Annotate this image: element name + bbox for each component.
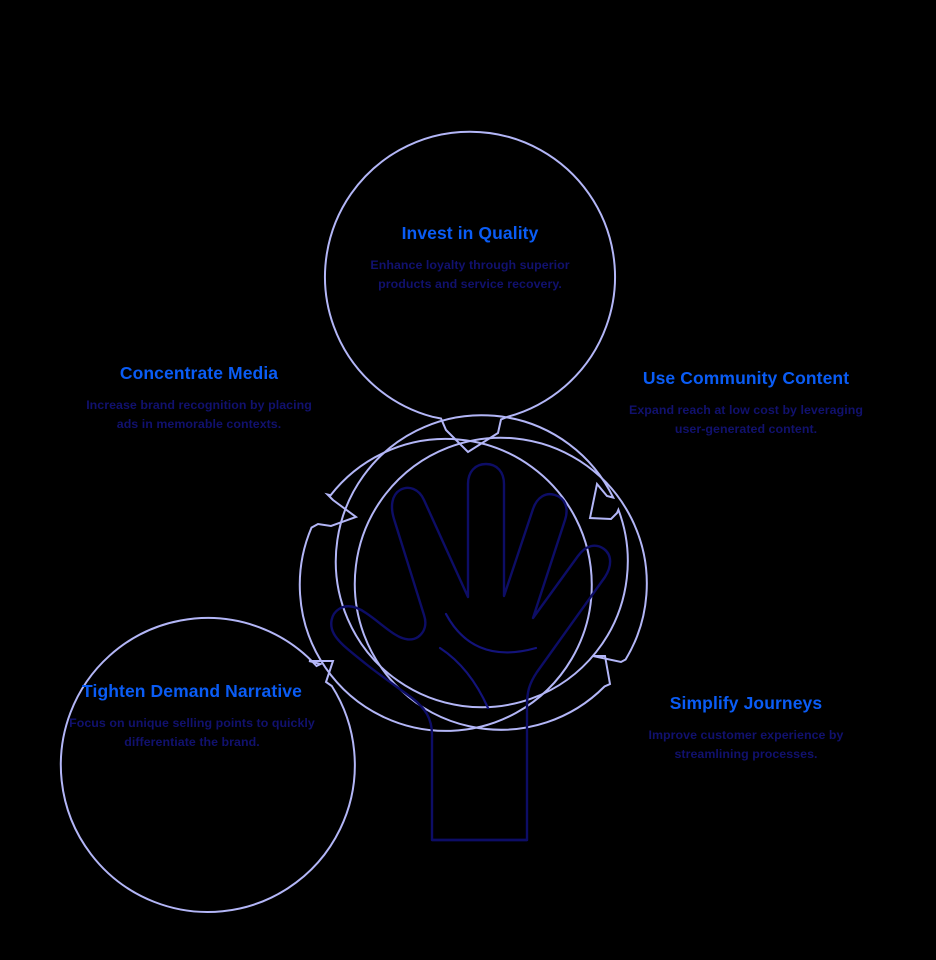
open-hand-five-fingers-icon bbox=[330, 462, 612, 842]
bubble-bottom-left-shape[interactable] bbox=[59, 616, 356, 913]
bubble-top-shape[interactable] bbox=[324, 130, 616, 454]
bubble-right-shape[interactable] bbox=[334, 414, 629, 709]
bubble-bottom-right-shape[interactable] bbox=[353, 436, 648, 731]
bubble-left-shape[interactable] bbox=[298, 437, 593, 732]
